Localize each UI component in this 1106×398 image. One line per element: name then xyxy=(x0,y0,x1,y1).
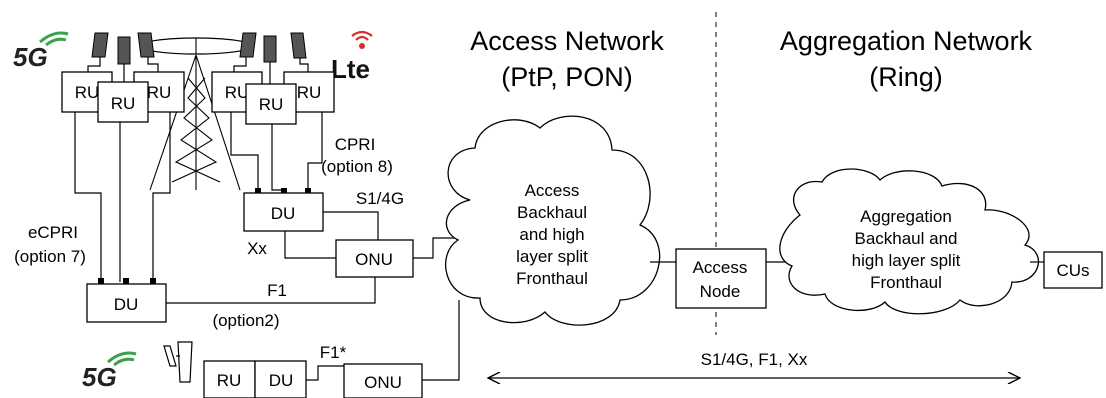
ru-label: RU xyxy=(225,83,250,102)
ru-label: RU xyxy=(147,83,172,102)
ru-label: RU xyxy=(297,83,322,102)
aggregation-network-subtitle: (Ring) xyxy=(869,62,943,92)
s1-4g-link xyxy=(323,211,379,240)
aggregation-cloud-line: high layer split xyxy=(852,251,961,270)
connector-dot xyxy=(281,188,287,194)
svg-text:5G: 5G xyxy=(13,42,48,72)
aggregation-cloud: Aggregation Backhaul and high layer spli… xyxy=(779,168,1040,315)
svg-text:Lte: Lte xyxy=(331,54,370,84)
ecpri-label: eCPRI xyxy=(28,223,78,242)
lte-logo: Lte xyxy=(331,30,373,84)
du-label-lower: DU xyxy=(114,295,139,314)
antenna-icons-right xyxy=(239,32,307,63)
connector-dot xyxy=(98,278,104,284)
interfaces-label: S1/4G, F1, Xx xyxy=(701,350,808,369)
connector-dot xyxy=(123,278,129,284)
f1-label: F1 xyxy=(267,281,287,300)
du-box-lower xyxy=(86,283,167,323)
aggregation-cloud-line: Fronthaul xyxy=(870,273,942,292)
du-label-bottom: DU xyxy=(269,371,294,390)
antenna-feed-wires xyxy=(87,57,309,84)
cpri-label: CPRI xyxy=(335,135,376,154)
onu-to-access-link xyxy=(413,237,457,259)
access-cloud-line: and high xyxy=(519,225,584,244)
f1-star-link xyxy=(306,365,344,381)
cus-box xyxy=(1043,251,1103,289)
ru-label: RU xyxy=(111,94,136,113)
antenna-icons-left xyxy=(91,32,155,65)
option2-label: (option2) xyxy=(212,311,279,330)
du-box-upper xyxy=(243,192,324,232)
ru-label: RU xyxy=(259,95,284,114)
s1-4g-label: S1/4G xyxy=(356,189,404,208)
connector-dot xyxy=(255,188,261,194)
du-label-upper: DU xyxy=(271,204,296,223)
access-cloud-line: layer split xyxy=(516,247,588,266)
connector-dot xyxy=(150,278,156,284)
aggregation-network-title: Aggregation Network xyxy=(780,26,1033,56)
aggregation-cloud-line: Aggregation xyxy=(860,207,952,226)
onu-box-bottom xyxy=(343,363,423,398)
cpri-option-label: (option 8) xyxy=(321,157,393,176)
5g-logo-bottom: 5G xyxy=(82,351,137,392)
onu-bottom-to-access-link xyxy=(422,300,460,381)
connector-dot xyxy=(305,188,311,194)
access-node-label: Access xyxy=(693,258,748,277)
access-network-title: Access Network xyxy=(470,26,664,56)
aggregation-cloud-line: Backhaul and xyxy=(854,229,957,248)
ru-label: RU xyxy=(75,83,100,102)
svg-text:5G: 5G xyxy=(82,362,117,392)
du-box-bottom xyxy=(254,360,307,398)
ru-label-bottom: RU xyxy=(217,371,242,390)
access-node-label: Node xyxy=(700,282,741,301)
ecpri-option-label: (option 7) xyxy=(14,247,86,266)
ru-box-bottom xyxy=(203,360,256,398)
xx-label: Xx xyxy=(247,239,267,258)
access-cloud: Access Backhaul and high layer split Fro… xyxy=(444,115,661,326)
access-cloud-line: Backhaul xyxy=(517,203,587,222)
f1-link xyxy=(166,277,376,304)
onu-label-bottom: ONU xyxy=(364,373,402,392)
access-node-box xyxy=(675,248,767,309)
ru-to-du-wires-right xyxy=(230,112,323,191)
access-cloud-line: Access xyxy=(525,181,580,200)
f1-star-label: F1* xyxy=(320,343,347,362)
access-cloud-line: Fronthaul xyxy=(516,269,588,288)
cus-label: CUs xyxy=(1056,261,1089,280)
ru-to-du-wires-left xyxy=(74,112,171,282)
onu-label-upper: ONU xyxy=(355,250,393,269)
xx-link xyxy=(284,231,336,259)
5g-logo-top: 5G xyxy=(13,31,69,72)
small-cell-antenna-icon xyxy=(163,341,193,383)
ru-cluster-right: RU RU RU xyxy=(211,71,335,125)
ru-cluster-left: RU RU RU xyxy=(61,71,185,123)
cell-tower-icon xyxy=(139,37,253,191)
access-network-subtitle: (PtP, PON) xyxy=(501,62,633,92)
